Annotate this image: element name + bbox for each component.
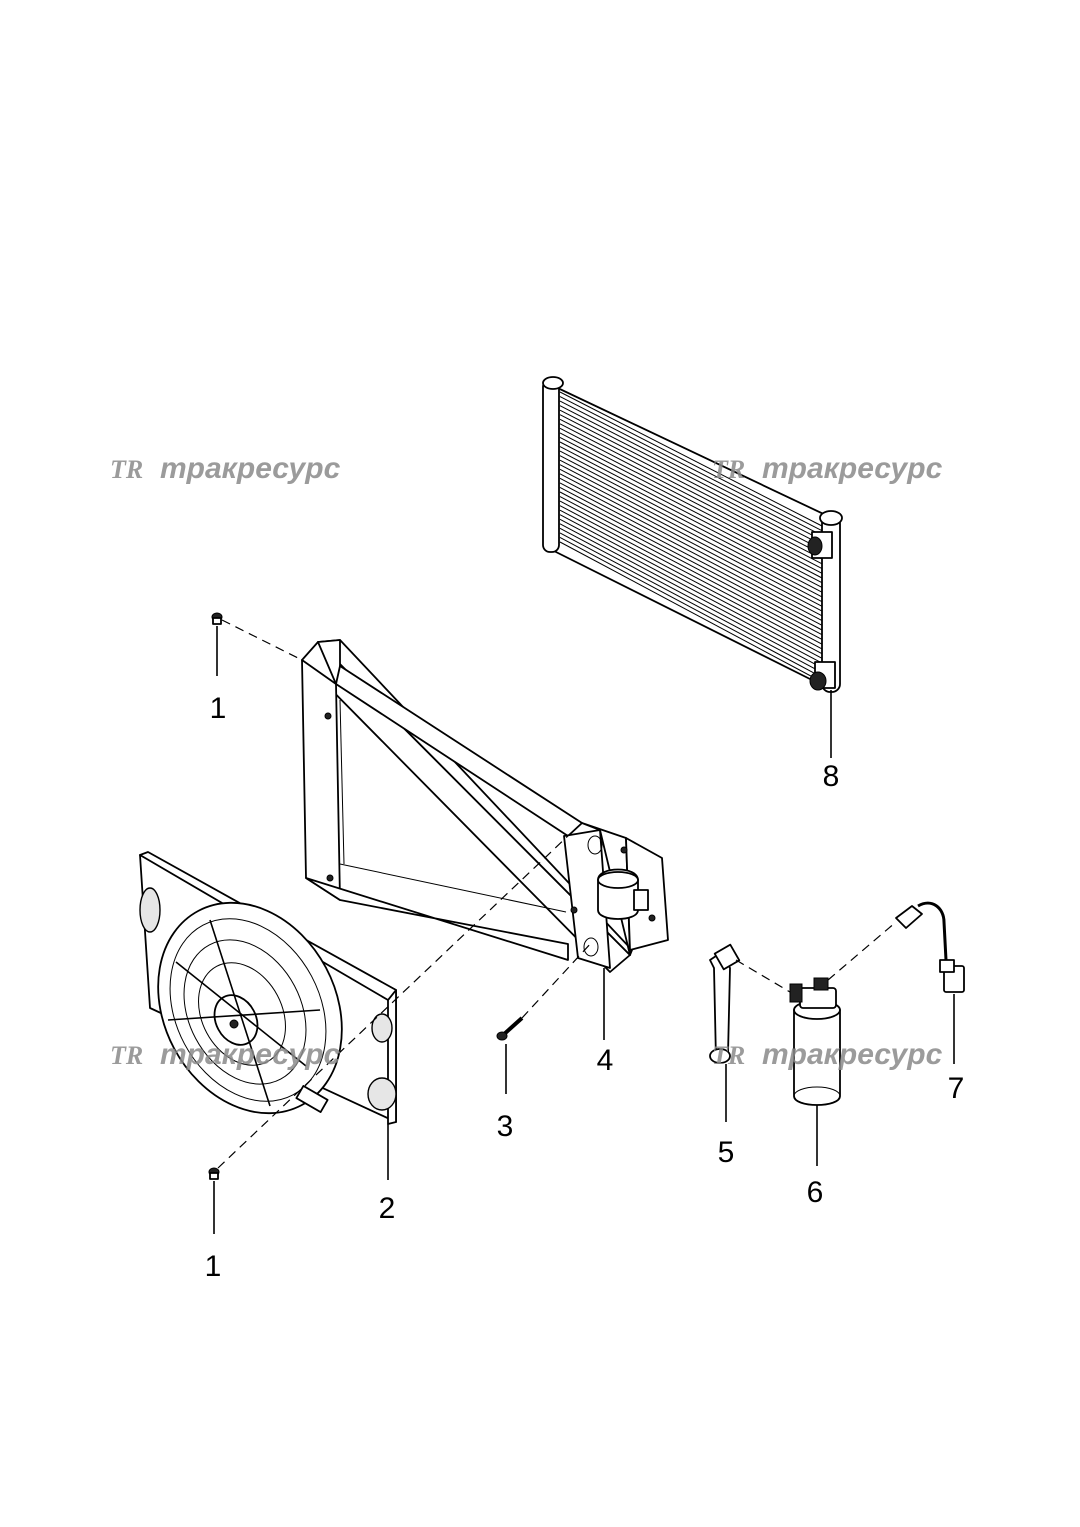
condenser-fin [559,441,823,579]
condenser-fin [559,427,823,565]
condenser-fin [559,500,823,640]
watermark-top-left: TR тракресурс [110,452,341,485]
condenser-fin [559,482,823,621]
condenser-fin [559,437,823,574]
screw-part-1-bottom [208,1167,220,1234]
callout-3: 3 [497,1110,514,1143]
condenser-fin [559,468,823,607]
pipe-part-5 [709,943,741,1122]
condenser-fin [559,464,823,603]
callout-4: 4 [597,1044,614,1077]
condenser-fin [559,473,823,612]
condenser-fin [559,396,823,532]
svg-text:TR: TR [712,1041,745,1070]
condenser-fin [559,477,823,617]
condenser-fin [559,450,823,588]
condenser-fin [559,446,823,584]
callout-8: 8 [823,760,840,793]
condenser-fins [559,391,823,683]
condenser-fin [559,491,823,631]
svg-text:тракресурс: тракресурс [160,1038,341,1071]
condenser-fin [559,423,823,560]
pressure-switch-part-7 [895,901,965,1064]
bolt-part-3 [496,1016,524,1094]
condenser-fin [559,418,823,555]
svg-text:тракресурс: тракресурс [160,452,341,485]
watermark-top-right: TR тракресурс [712,452,943,485]
condenser-fin [559,514,823,655]
watermark-bottom-left: TR тракресурс [110,1038,341,1071]
condenser-fin [559,400,823,536]
condenser-fin [559,518,823,659]
condenser-fin [559,537,823,678]
receiver-drier-part-6 [789,977,841,1166]
condenser-fin [559,527,823,669]
condenser-fin [559,541,823,683]
condenser-fin [559,459,823,598]
callout-7: 7 [948,1072,965,1105]
watermark-bottom-right: TR тракресурс [712,1038,943,1071]
frame-part-4 [301,639,669,1040]
svg-text:TR: TR [110,1041,143,1070]
svg-text:тракресурс: тракресурс [762,452,943,485]
condenser-fin [559,414,823,551]
condenser-fin [559,532,823,673]
condenser-fin [559,496,823,636]
svg-text:тракресурс: тракресурс [762,1038,943,1071]
condenser-part-8 [542,376,843,758]
screw-part-1-top [211,612,223,676]
callout-6: 6 [807,1176,824,1209]
callout-2: 2 [379,1192,396,1225]
condenser-fin [559,505,823,645]
condenser-fin [559,509,823,650]
callout-1-bottom: 1 [205,1250,222,1283]
condenser-fin [559,523,823,664]
condenser-fin [559,432,823,569]
condenser-fin [559,405,823,541]
condenser-fin [559,409,823,546]
callout-1-top: 1 [210,692,227,725]
callout-5: 5 [718,1136,735,1169]
condenser-fin [559,455,823,593]
condenser-fin [559,487,823,626]
svg-text:TR: TR [110,455,143,484]
assembly-lines [217,619,897,1169]
svg-text:TR: TR [712,455,745,484]
fan-assembly-part-2 [139,851,397,1180]
condenser-fin [559,391,823,527]
